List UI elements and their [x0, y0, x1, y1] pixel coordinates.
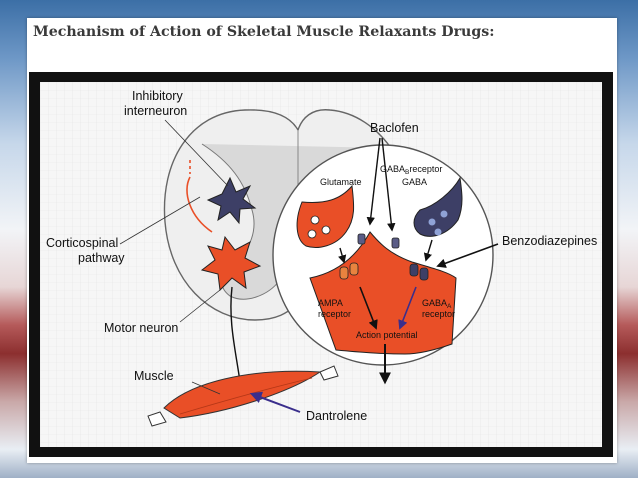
- label-gaba: GABA: [402, 177, 427, 187]
- label-benzodiazepines: Benzodiazepines: [502, 234, 597, 248]
- gaba-b-receptor-post: [391, 237, 400, 249]
- label-baclofen: Baclofen: [370, 121, 419, 135]
- label-action-potential: Action potential: [356, 330, 418, 340]
- muscle: [147, 365, 339, 427]
- label-ampa-line2: receptor: [318, 309, 351, 319]
- label-gaba-b-receptor: GABABreceptor: [380, 164, 442, 176]
- label-dantrolene: Dantrolene: [306, 409, 367, 423]
- label-ampa-line1: AMPA: [318, 298, 343, 308]
- label-motor-neuron: Motor neuron: [104, 321, 178, 335]
- label-muscle: Muscle: [134, 369, 174, 383]
- gaba-a-receptor: [409, 263, 419, 277]
- label-inhibitory-line1: Inhibitory: [132, 89, 183, 103]
- inhibitory-interneuron-cell: [206, 176, 257, 225]
- corticospinal-tract: [186, 176, 213, 233]
- label-inhibitory-line2: interneuron: [124, 104, 187, 118]
- slide-title: Mechanism of Action of Skeletal Muscle R…: [33, 24, 495, 40]
- gaba-b-receptor-pre: [357, 233, 366, 245]
- mechanism-diagram: Inhibitory interneuron Baclofen Corticos…: [40, 82, 602, 447]
- synapse-zoom-circle: [272, 144, 494, 385]
- label-corticospinal-line2: pathway: [78, 251, 125, 265]
- gaba-terminal: [413, 176, 463, 237]
- label-corticospinal-line1: Corticospinal: [46, 236, 118, 250]
- motor-axon: [230, 286, 241, 383]
- label-gaba-a-line2: receptor: [422, 309, 455, 319]
- diagram-frame: Inhibitory interneuron Baclofen Corticos…: [29, 72, 613, 457]
- label-gaba-a: GABAA: [422, 298, 452, 310]
- label-glutamate: Glutamate: [320, 177, 362, 187]
- slide: Mechanism of Action of Skeletal Muscle R…: [27, 18, 617, 463]
- motor-neuron-cell: [200, 235, 262, 292]
- ampa-receptor: [339, 266, 349, 280]
